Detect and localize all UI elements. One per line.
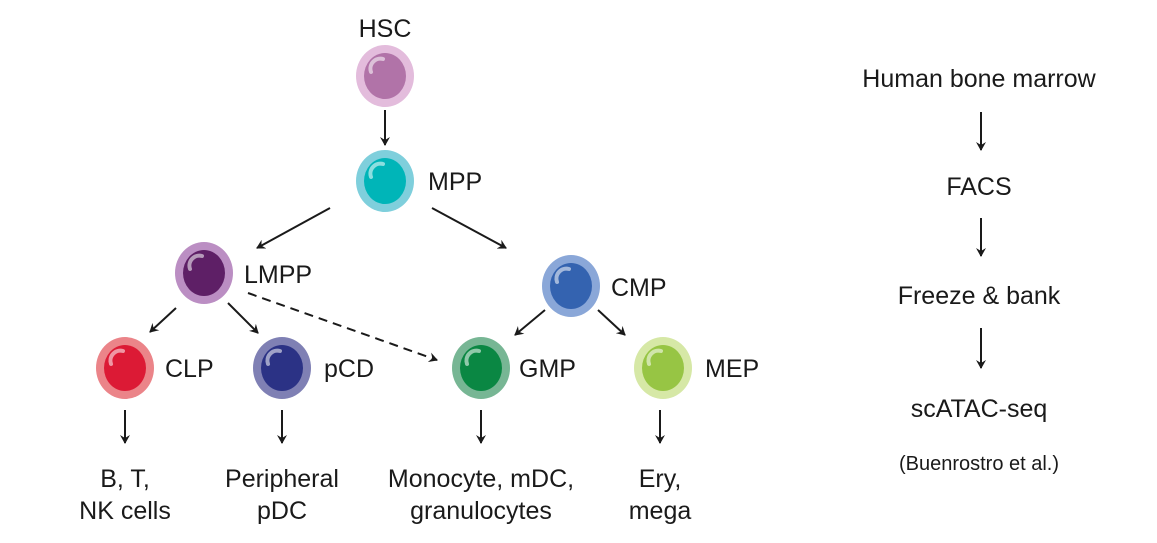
arrow-lmpp-pcd — [227, 302, 259, 334]
cell-highlight — [265, 348, 282, 366]
workflow-step-3: Freeze & bank — [898, 282, 1061, 310]
cell-gmp — [452, 337, 510, 399]
cell-highlight — [646, 348, 663, 366]
cell-highlight — [108, 348, 125, 366]
workflow-step-2: FACS — [946, 173, 1011, 201]
cell-hsc — [356, 45, 414, 107]
cell-label-clp: CLP — [165, 355, 214, 383]
cell-label-mep: MEP — [705, 355, 759, 383]
cell-nucleus — [642, 345, 684, 391]
cell-lmpp — [175, 242, 233, 304]
cell-label-lmpp: LMPP — [244, 261, 312, 289]
cell-clp — [96, 337, 154, 399]
arrow-mpp-lmpp — [256, 207, 331, 249]
workflow-step-1: Human bone marrow — [862, 65, 1096, 93]
outcome-mep-line2: mega — [629, 497, 692, 525]
outcome-gmp-line2: granulocytes — [410, 497, 552, 525]
workflow-citation: (Buenrostro et al.) — [899, 453, 1059, 475]
outcome-clp-line1: B, T, — [100, 465, 150, 493]
outcome-clp-line2: NK cells — [79, 497, 171, 525]
cell-nucleus — [183, 250, 225, 296]
cell-highlight — [464, 348, 481, 366]
cell-label-cmp: CMP — [611, 274, 667, 302]
cell-highlight — [368, 56, 385, 74]
arrow-mpp-cmp — [431, 207, 507, 249]
cell-label-mpp: MPP — [428, 168, 482, 196]
cell-highlight — [554, 266, 571, 284]
outcome-mep-line1: Ery, — [639, 465, 682, 493]
cell-nucleus — [261, 345, 303, 391]
cell-label-hsc: HSC — [359, 15, 412, 43]
cell-nucleus — [364, 53, 406, 99]
outcome-gmp-line1: Monocyte, mDC, — [388, 465, 574, 493]
cell-highlight — [187, 253, 204, 271]
outcome-pcd-line2: pDC — [257, 497, 307, 525]
cell-highlight — [368, 161, 385, 179]
cell-nucleus — [104, 345, 146, 391]
cell-cmp — [542, 255, 600, 317]
arrow-cmp-gmp — [514, 309, 546, 336]
cell-label-gmp: GMP — [519, 355, 576, 383]
cell-nucleus — [460, 345, 502, 391]
workflow-step-4: scATAC-seq — [911, 395, 1048, 423]
cell-nucleus — [550, 263, 592, 309]
cell-label-pcd: pCD — [324, 355, 374, 383]
dashed-arrow-lmpp-gmp — [247, 292, 438, 363]
cell-mpp — [356, 150, 414, 212]
outcome-pcd-line1: Peripheral — [225, 465, 339, 493]
arrow-cmp-mep — [597, 309, 626, 336]
cell-mep — [634, 337, 692, 399]
cell-pcd — [253, 337, 311, 399]
cell-nucleus — [364, 158, 406, 204]
arrow-lmpp-clp — [149, 307, 177, 333]
